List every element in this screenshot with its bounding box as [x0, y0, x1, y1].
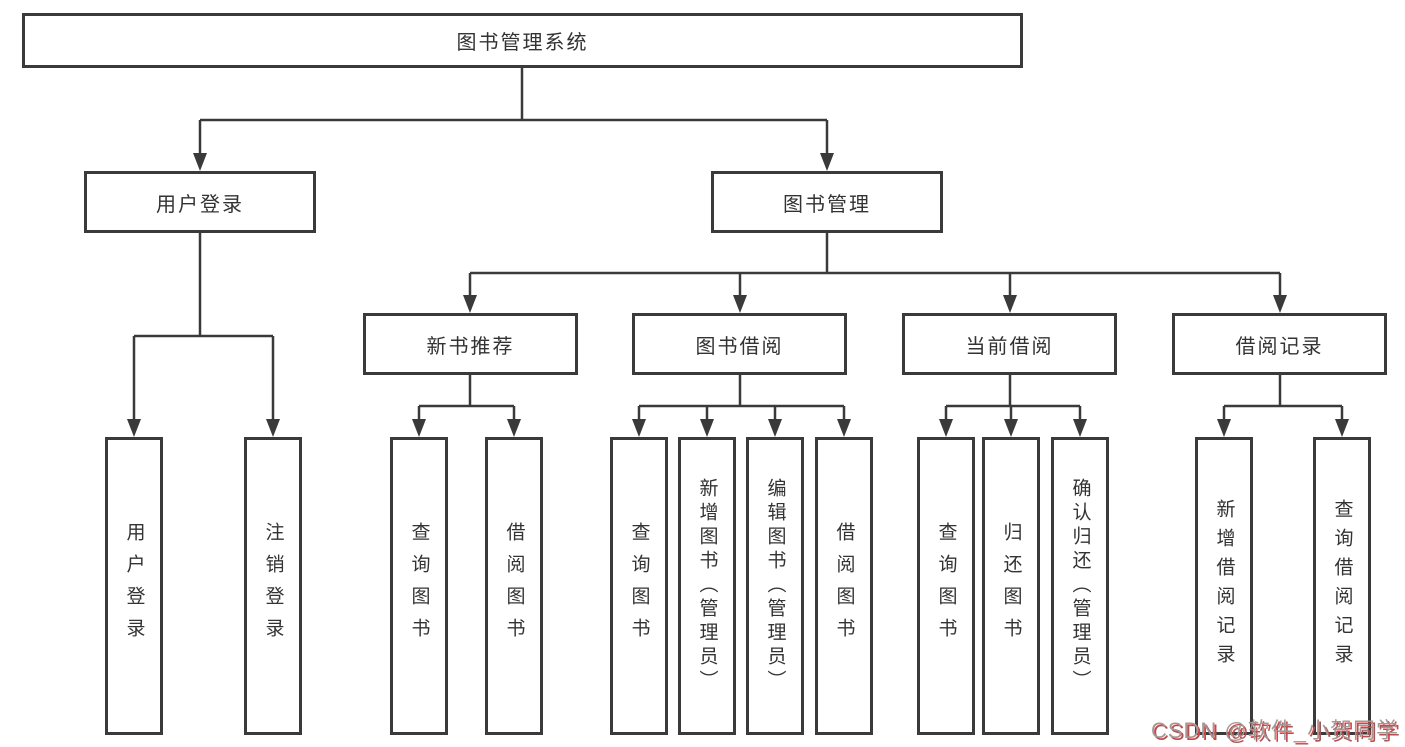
node-label: 借阅图书	[833, 522, 855, 650]
node-label: 新增图书（管理员）	[696, 478, 718, 694]
node-library-management-system: 图书管理系统	[22, 13, 1023, 68]
connector-new-book-to-leaves	[412, 375, 521, 437]
node-label: 当前借阅	[965, 335, 1054, 358]
node-label: 查询图书	[408, 522, 430, 650]
node-label: 图书管理	[783, 193, 871, 216]
node-label: 图书管理系统	[456, 32, 589, 54]
node-label: 新增借阅记录	[1213, 499, 1235, 673]
leaf-borrow-books: 借阅图书	[815, 437, 873, 735]
node-book-borrowing: 图书借阅	[632, 313, 847, 375]
node-borrowing-records: 借阅记录	[1172, 313, 1387, 375]
node-label: 归还图书	[1000, 522, 1022, 650]
leaf-add-borrow-record: 新增借阅记录	[1195, 437, 1253, 735]
node-label: 查询图书	[935, 522, 957, 650]
node-label: 查询图书	[628, 522, 650, 650]
csdn-watermark: CSDN @软件_小贺同学	[1150, 718, 1399, 743]
leaf-borrow-books-new-book: 借阅图书	[485, 437, 543, 735]
node-label: 注销登录	[262, 522, 284, 650]
node-label: 查询借阅记录	[1331, 499, 1353, 673]
node-label: 用户登录	[123, 522, 145, 650]
node-current-borrowing: 当前借阅	[902, 313, 1117, 375]
leaf-logout: 注销登录	[244, 437, 302, 735]
leaf-query-books-new-book: 查询图书	[390, 437, 448, 735]
leaf-confirm-return-admin: 确认归还（管理员）	[1051, 437, 1109, 735]
node-label: 借阅记录	[1235, 335, 1324, 358]
node-user-login: 用户登录	[84, 171, 316, 233]
leaf-add-books-admin: 新增图书（管理员）	[678, 437, 736, 735]
node-label: 确认归还（管理员）	[1069, 478, 1091, 694]
leaf-query-books-current: 查询图书	[917, 437, 975, 735]
node-new-book-recommendation: 新书推荐	[363, 313, 578, 375]
connector-book-mgmt-to-level3	[463, 233, 1287, 313]
connector-book-borrow-to-leaves	[632, 375, 851, 437]
node-label: 新书推荐	[426, 335, 515, 358]
node-book-management: 图书管理	[711, 171, 943, 233]
node-label: 编辑图书（管理员）	[764, 478, 786, 694]
leaf-query-borrow-record: 查询借阅记录	[1313, 437, 1371, 735]
node-label: 借阅图书	[503, 522, 525, 650]
leaf-query-books-borrowing: 查询图书	[610, 437, 668, 735]
leaf-return-books: 归还图书	[982, 437, 1040, 735]
connector-user-login-to-leaves	[127, 233, 280, 437]
node-label: 用户登录	[156, 193, 244, 216]
connector-root-to-level2	[193, 68, 834, 171]
connector-current-borrow-to-leaves	[939, 375, 1087, 437]
leaf-user-login: 用户登录	[105, 437, 163, 735]
node-label: 图书借阅	[695, 335, 784, 358]
connector-borrow-records-to-leaves	[1217, 375, 1349, 437]
leaf-edit-books-admin: 编辑图书（管理员）	[746, 437, 804, 735]
